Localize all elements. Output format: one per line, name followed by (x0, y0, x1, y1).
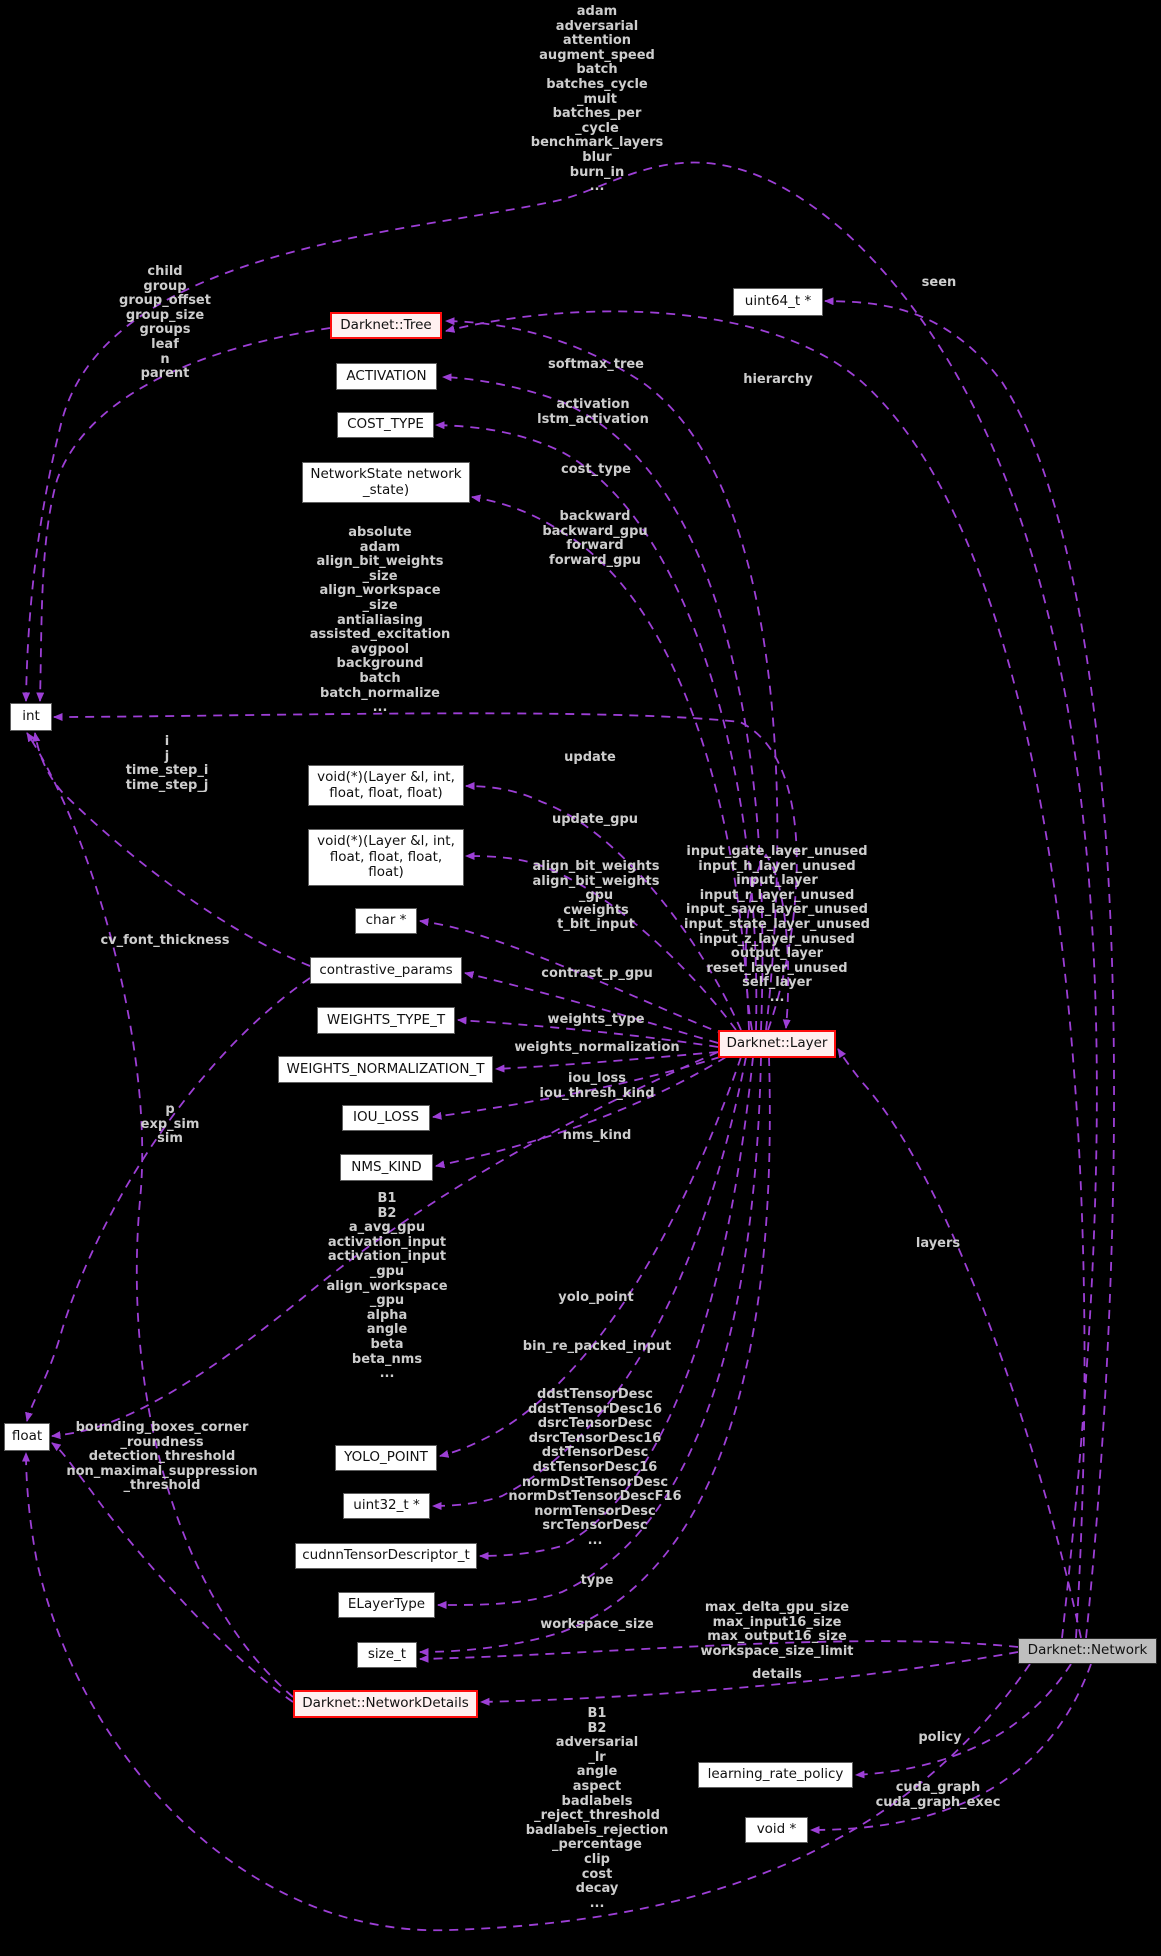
node-nms-kind-enum[interactable]: NMS_KIND (340, 1154, 433, 1181)
edge-label-layer-self-fields: input_gate_layer_unused input_h_layer_un… (684, 844, 870, 1005)
edge-label-weights-type: weights_type (547, 1012, 645, 1027)
edge-network-to-int (22, 161, 1098, 1639)
edge-layer-to-iouloss (432, 1056, 721, 1120)
edge-layer-to-int (53, 712, 798, 1031)
node-cost-type-enum[interactable]: COST_TYPE (337, 412, 434, 438)
edge-label-char-fields: align_bit_weights align_bit_weights _gpu… (532, 859, 660, 933)
edge-label-activation: activation lstm_activation (537, 397, 649, 427)
node-darknet-networkdetails[interactable]: Darknet::NetworkDetails (293, 1690, 478, 1718)
edge-label-cudnn-fields: ddstTensorDesc ddstTensorDesc16 dsrcTens… (508, 1387, 682, 1548)
edge-label-type: type (580, 1573, 614, 1588)
edge-label-contrastive-float-fields: p exp_sim sim (140, 1102, 200, 1147)
edge-label-contrast-p-gpu: contrast_p_gpu (541, 966, 653, 981)
edge-network-to-tree (445, 310, 1086, 1639)
node-darknet-network[interactable]: Darknet::Network (1018, 1638, 1157, 1664)
edge-label-update-gpu: update_gpu (551, 812, 639, 827)
edge-layer-to-networkstate (471, 494, 750, 1031)
edge-label-layers: layers (915, 1236, 961, 1251)
node-learning-rate-policy[interactable]: learning_rate_policy (698, 1762, 853, 1788)
node-uint64-ptr[interactable]: uint64_t * (733, 288, 823, 316)
node-yolo-point-enum[interactable]: YOLO_POINT (335, 1445, 437, 1471)
node-contrastive-params[interactable]: contrastive_params (310, 957, 462, 984)
node-void-ptr[interactable]: void * (745, 1817, 808, 1843)
edge-layer-to-update (465, 782, 742, 1031)
edge-label-cuda-graph: cuda_graph cuda_graph_exec (875, 1780, 1001, 1810)
edge-network-to-networkdetails (480, 1651, 1019, 1706)
edge-label-forward-backward: backward backward_gpu forward forward_gp… (542, 509, 648, 568)
edge-network-to-layer (837, 1048, 1082, 1639)
edge-layer-to-contrastive (464, 971, 719, 1044)
node-float[interactable]: float (4, 1423, 50, 1451)
edge-layer-to-uint32 (432, 1056, 747, 1510)
edge-layer-to-updategpu (465, 852, 737, 1031)
edge-layer-to-tree (445, 317, 779, 1031)
node-activation-enum[interactable]: ACTIVATION (336, 363, 437, 390)
edge-label-network-float-fields: B1 B2 adversarial _lr angle aspect badla… (525, 1706, 669, 1911)
edge-label-tree-int-fields: child group group_offset group_size grou… (119, 264, 211, 382)
edge-networkdetails-to-int (26, 732, 294, 1698)
edge-label-workspace-size: workspace_size (540, 1617, 654, 1632)
edge-layer-to-weightsnorm (495, 1051, 719, 1073)
edge-layer-to-yolopoint (439, 1056, 742, 1458)
edge-network-to-float (22, 1452, 1031, 1932)
edge-label-weights-normalization: weights_normalization (514, 1040, 680, 1055)
edge-layer-to-cudnn (479, 1056, 754, 1560)
edge-label-contrastive-int-fields: i j time_step_i time_step_j (125, 734, 209, 793)
edge-label-bin-re-packed-input: bin_re_packed_input (522, 1339, 672, 1354)
node-update-gpu-fn[interactable]: void(*)(Layer &l, int, float, float, flo… (308, 829, 464, 886)
node-iou-loss-enum[interactable]: IOU_LOSS (342, 1105, 430, 1131)
node-int[interactable]: int (10, 703, 52, 731)
edge-label-layer-float-fields: B1 B2 a_avg_gpu activation_input activat… (326, 1191, 448, 1382)
edge-label-seen: seen (921, 275, 957, 290)
node-cudnn-tensor-descriptor[interactable]: cudnnTensorDescriptor_t (295, 1543, 477, 1569)
edge-label-cv-font-thickness: cv_font_thickness (100, 933, 230, 948)
edge-layer-to-sizet (419, 1056, 771, 1656)
edge-network-to-lrpolicy (855, 1663, 1072, 1779)
edge-label-network-sizet-fields: max_delta_gpu_size max_input16_size max_… (700, 1600, 854, 1659)
node-darknet-layer[interactable]: Darknet::Layer (718, 1030, 836, 1058)
node-darknet-tree[interactable]: Darknet::Tree (330, 312, 442, 339)
edge-label-policy: policy (918, 1730, 962, 1745)
edge-label-hierarchy: hierarchy (743, 372, 813, 387)
edge-layer-to-float (51, 1051, 719, 1440)
edge-label-iou: iou_loss iou_thresh_kind (539, 1071, 655, 1101)
node-weights-type-t[interactable]: WEIGHTS_TYPE_T (317, 1007, 455, 1034)
edge-tree-to-int (36, 327, 331, 702)
node-networkstate-fn[interactable]: NetworkState network _state) (302, 462, 470, 503)
edge-label-cost-type: cost_type (561, 462, 631, 477)
node-char-ptr[interactable]: char * (355, 908, 417, 934)
edge-layer-to-charptr (419, 918, 727, 1036)
edge-layer-to-nmskind (435, 1056, 727, 1169)
edge-label-layer-int-fields: absolute adam align_bit_weights _size al… (309, 525, 451, 716)
edge-layer-to-weightstype (457, 1016, 719, 1048)
edge-label-nms-kind: nms_kind (562, 1128, 632, 1143)
edge-label-softmax-tree: softmax_tree (547, 357, 645, 372)
edge-network-to-voidptr (810, 1663, 1092, 1834)
edge-contrastive-to-float (25, 977, 311, 1422)
node-elayertype[interactable]: ELayerType (338, 1592, 435, 1618)
edge-layer-to-elayertype (437, 1056, 762, 1610)
edge-networkdetails-to-float (51, 1442, 294, 1703)
edge-layer-to-activation (442, 373, 764, 1031)
edge-label-update: update (564, 750, 616, 765)
node-weights-normalization-t[interactable]: WEIGHTS_NORMALIZATION_T (278, 1056, 493, 1083)
edge-network-to-uint64 (824, 297, 1115, 1639)
edge-label-details: details (752, 1667, 802, 1682)
edge-network-to-sizet (419, 1640, 1019, 1663)
node-uint32-ptr[interactable]: uint32_t * (343, 1493, 430, 1519)
node-size-t[interactable]: size_t (357, 1642, 417, 1668)
edge-label-yolo-point: yolo_point (558, 1290, 634, 1305)
node-update-fn[interactable]: void(*)(Layer &l, int, float, float, flo… (308, 765, 464, 806)
edge-label-network-int-fields: adam adversarial attention augment_speed… (530, 4, 664, 195)
edge-label-networkdetails-float-fields: bounding_boxes_corner _roundness detecti… (66, 1420, 258, 1494)
